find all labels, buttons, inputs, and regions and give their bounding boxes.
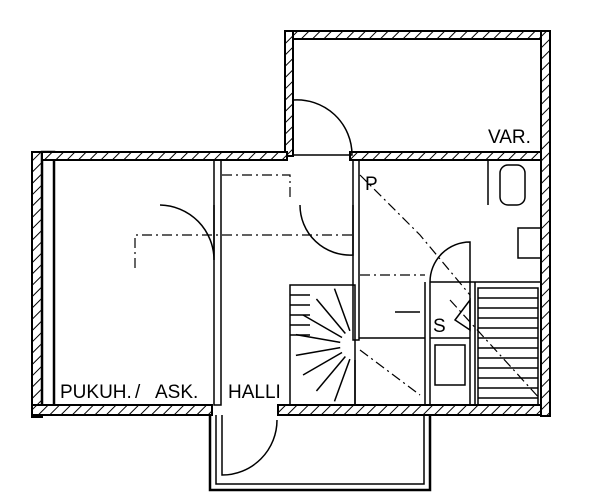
exterior-walls <box>31 30 551 418</box>
doors <box>159 99 471 476</box>
label-p: P <box>365 174 378 195</box>
toilet-icon <box>499 164 526 206</box>
porch <box>208 415 432 492</box>
label-separator: / <box>135 382 141 403</box>
stair-tread <box>315 356 346 392</box>
stair-tread <box>333 288 351 332</box>
sink-icon <box>517 227 542 259</box>
fixtures <box>395 164 542 386</box>
label-hall: HALLI <box>228 382 281 403</box>
label-dressing: PUKUH. <box>60 382 132 403</box>
heater-icon <box>434 344 466 386</box>
label-storage: VAR. <box>488 127 531 148</box>
stair-tread <box>315 298 346 334</box>
stairs-main <box>289 284 356 406</box>
stair-tread <box>295 346 341 357</box>
stair-tread <box>333 358 351 402</box>
stair-tread <box>302 314 343 339</box>
stair-tread <box>302 351 343 376</box>
label-sauna: S <box>433 316 446 337</box>
stair-tread <box>295 333 341 344</box>
stairs-side <box>477 287 539 406</box>
interior-walls <box>213 159 541 406</box>
centerlines <box>134 174 542 401</box>
label-dressing-suffix: ASK. <box>155 382 198 403</box>
